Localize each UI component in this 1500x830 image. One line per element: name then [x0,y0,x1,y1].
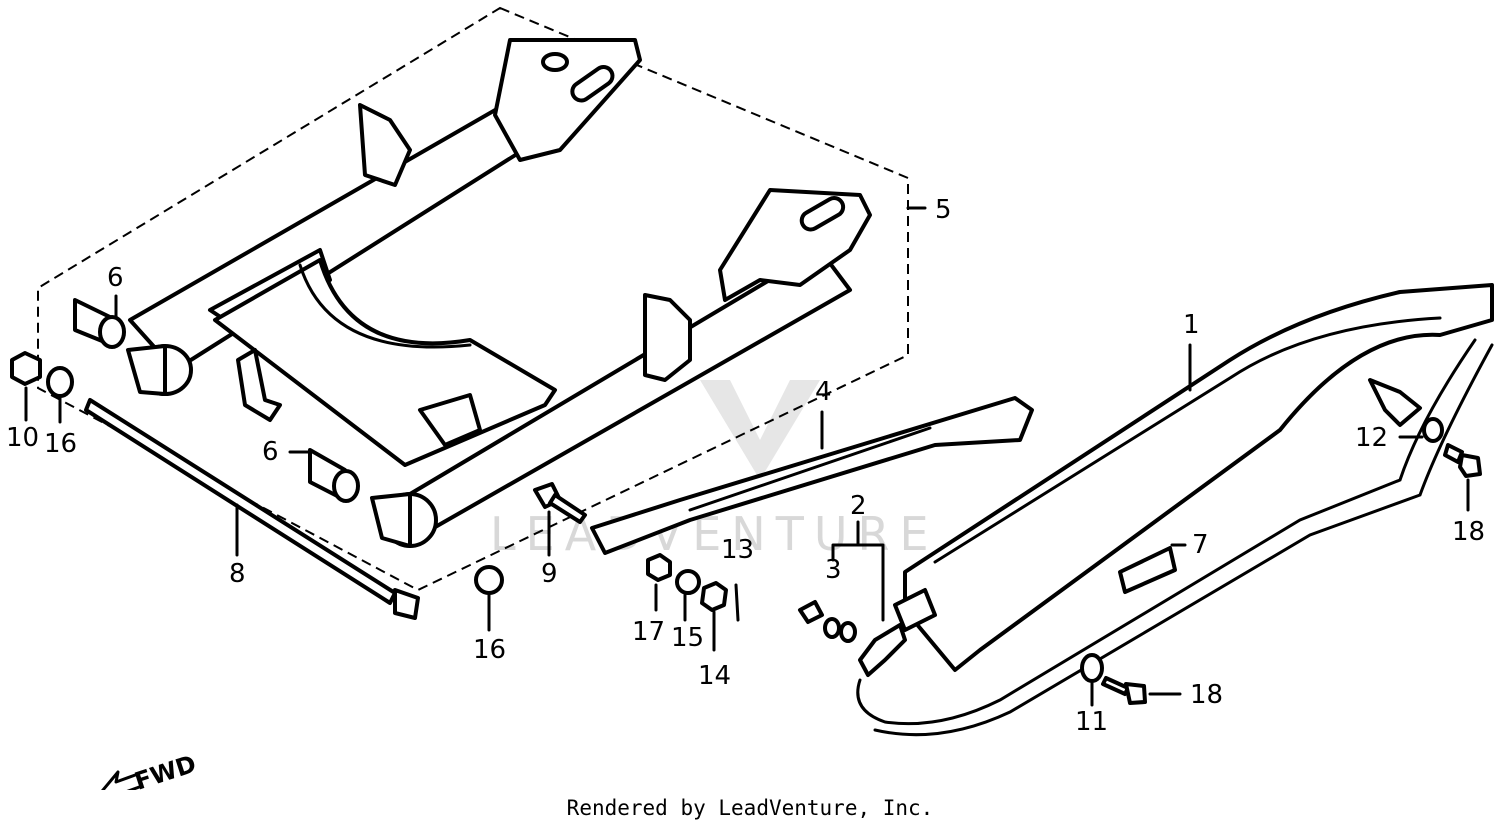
callout-6-lower: 6 [262,437,279,467]
chain-joint [858,588,937,677]
watermark-text: LEADVENTURE [490,507,939,561]
caution-label [1118,546,1177,594]
callout-4: 4 [815,377,832,407]
chain-guide-arm [590,396,1034,555]
callout-18-upper: 18 [1452,517,1485,547]
callout-6-upper: 6 [107,263,124,293]
pivot-bolt [84,398,420,620]
leader-lines [24,206,1470,707]
callout-3: 3 [825,555,842,585]
forward-direction-indicator: FWD [101,750,200,790]
callout-8: 8 [229,559,246,589]
callout-16-upper: 16 [44,429,77,459]
callout-15: 15 [671,623,704,653]
guide-bolt [533,482,587,524]
callout-labels: 1 2 3 4 5 6 6 7 8 9 10 11 12 13 14 15 16… [6,195,1485,737]
callout-13: 13 [721,535,754,565]
pivot-bushing-lower [308,448,360,503]
callout-2: 2 [850,491,867,521]
callout-17: 17 [632,617,665,647]
washer-small [675,569,701,595]
nut-small [646,553,672,582]
callout-12: 12 [1355,423,1388,453]
callout-10: 10 [6,423,39,453]
forward-label: FWD [131,750,199,790]
callout-18-lower: 18 [1190,680,1223,710]
callout-5: 5 [935,195,952,225]
case-bolt-upper [1443,443,1482,478]
swingarm [126,38,872,548]
callout-16-lower: 16 [473,635,506,665]
case-bolt-lower [1101,676,1147,705]
cotter-pin [734,583,740,622]
pivot-nut [10,351,42,386]
render-credit: Rendered by LeadVenture, Inc. [566,796,934,820]
callout-14: 14 [698,661,731,691]
callout-1: 1 [1183,310,1200,340]
callout-7: 7 [1192,530,1209,560]
washer-case-lower [1080,653,1104,683]
pivot-bushing-upper [73,298,126,349]
washer-case-upper [1422,417,1444,443]
parts-diagram: LEADVENTURE [6,6,1494,790]
washer-lower [474,565,504,595]
callout-11: 11 [1075,707,1108,737]
nut-cap [700,581,728,612]
forward-arrow-icon [101,770,144,790]
master-link-clip [798,600,857,643]
chain-case [856,283,1494,737]
callout-9: 9 [541,559,558,589]
assembly-boundary [37,6,909,592]
washer-upper [46,366,74,398]
